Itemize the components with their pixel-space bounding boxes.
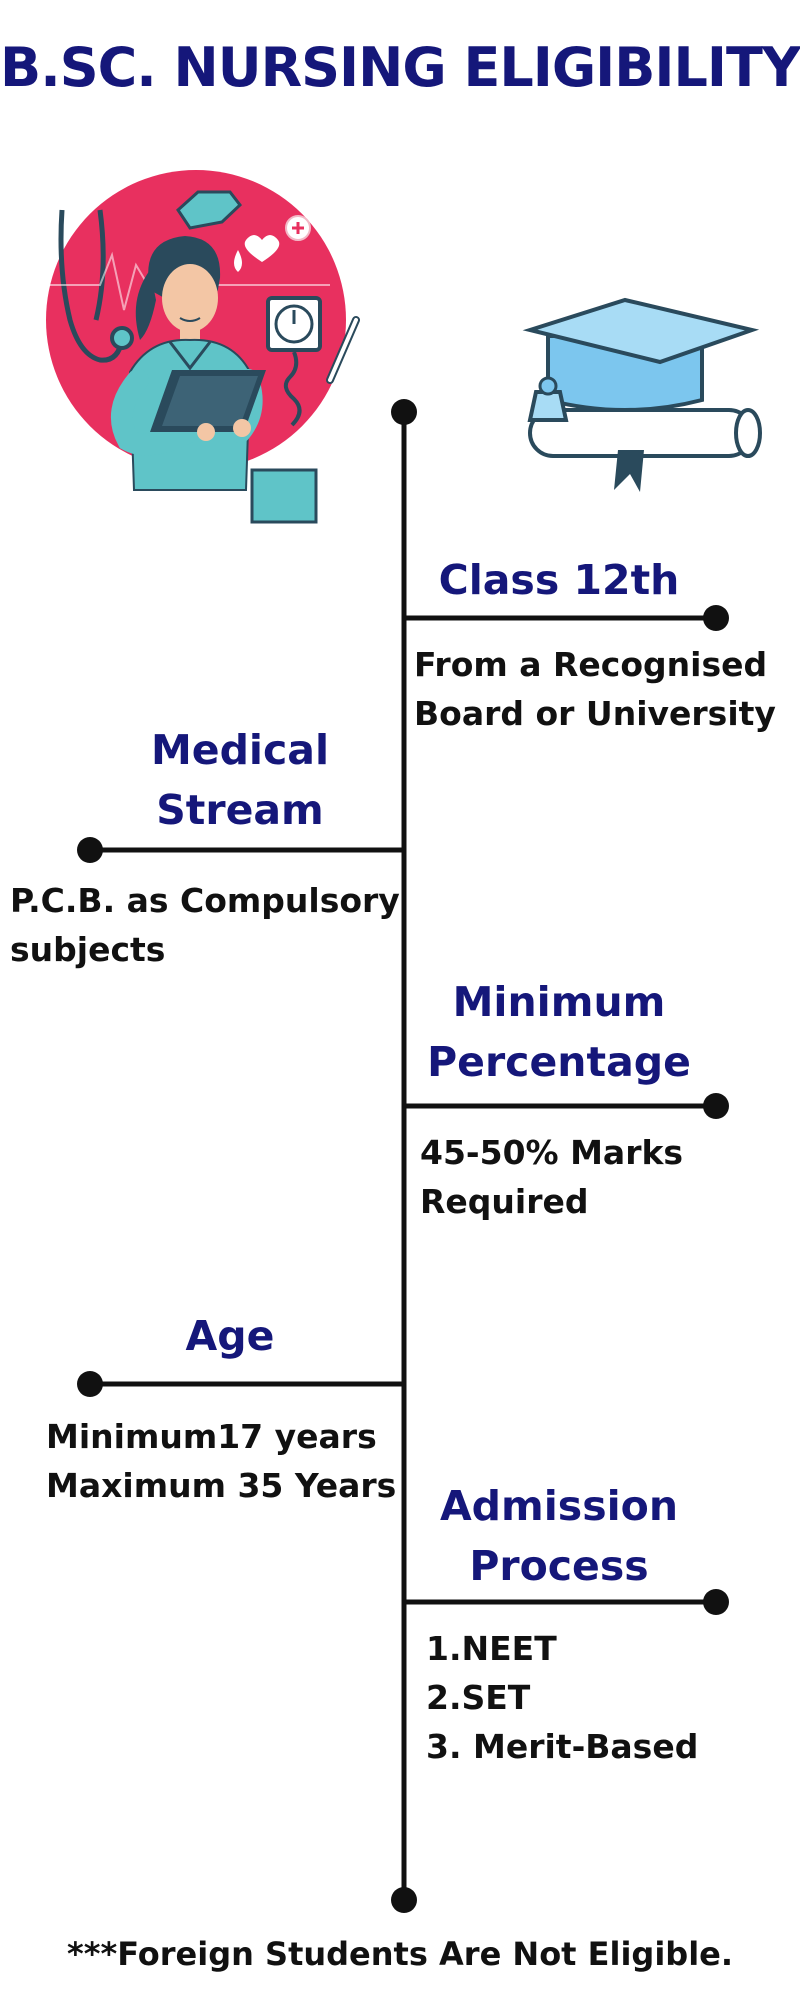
minimum-percentage-description-line: Required — [420, 1182, 589, 1221]
medical-stream-description: P.C.B. as Compulsory subjects — [10, 876, 400, 974]
page-title: B.SC. NURSING ELIGIBILITY — [0, 36, 800, 99]
medical-stream-description-line: subjects — [10, 930, 166, 969]
age-heading: Age — [90, 1306, 370, 1366]
class-12th-heading: Class 12th — [414, 550, 704, 610]
timeline-start-dot — [391, 399, 417, 425]
minimum-percentage-description: 45-50% Marks Required — [420, 1128, 683, 1226]
class-12th-description-line: From a Recognised — [414, 645, 768, 684]
branch-minimum-percentage — [404, 1093, 729, 1119]
nurse-illustration — [46, 170, 360, 524]
medical-stream-heading: Medical Stream — [90, 720, 390, 840]
class-12th-heading-line: Class 12th — [438, 556, 680, 604]
medical-stream-heading-line: Medical — [150, 726, 330, 774]
age-description-line: Maximum 35 Years — [46, 1466, 397, 1505]
branch-medical-stream — [77, 837, 404, 863]
class-12th-description: From a Recognised Board or University — [414, 640, 776, 738]
minimum-percentage-heading-line: Percentage — [427, 1038, 691, 1086]
age-description: Minimum17 years Maximum 35 Years — [46, 1412, 396, 1510]
branch-admission-process — [404, 1589, 729, 1615]
medical-stream-heading-line: Stream — [156, 786, 324, 834]
admission-process-description-line: 3. Merit-Based — [426, 1727, 699, 1766]
minimum-percentage-description-line: 45-50% Marks — [420, 1133, 684, 1172]
footer-note: ***Foreign Students Are Not Eligible. — [66, 1935, 734, 1973]
admission-process-description-line: 1.NEET — [426, 1629, 557, 1668]
class-12th-description-line: Board or University — [414, 694, 776, 733]
admission-process-heading: Admission Process — [414, 1476, 704, 1596]
graduation-cap-icon — [522, 297, 760, 422]
minimum-percentage-heading: Minimum Percentage — [414, 972, 704, 1092]
admission-process-heading-line: Admission — [439, 1482, 679, 1530]
diploma-scroll-icon — [528, 408, 762, 492]
minimum-percentage-heading-line: Minimum — [452, 978, 666, 1026]
medical-stream-description-line: P.C.B. as Compulsory — [10, 881, 400, 920]
admission-process-description: 1.NEET 2.SET 3. Merit-Based — [426, 1624, 698, 1771]
admission-process-description-line: 2.SET — [426, 1678, 531, 1717]
branch-class-12th — [404, 605, 729, 631]
timeline-end-dot — [391, 1887, 417, 1913]
age-description-line: Minimum17 years — [46, 1417, 377, 1456]
age-heading-line: Age — [185, 1312, 275, 1360]
admission-process-heading-line: Process — [469, 1542, 649, 1590]
branch-age — [77, 1371, 404, 1397]
